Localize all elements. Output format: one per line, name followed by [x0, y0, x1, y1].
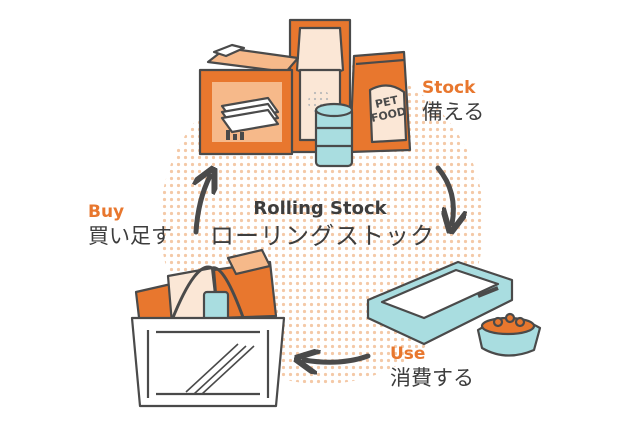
stock-items: PET FOOD	[198, 18, 412, 168]
arrow-use-to-buy	[304, 356, 371, 362]
center-title-en: Rolling Stock	[253, 198, 387, 219]
center-title-jp: ローリングストック	[210, 222, 435, 250]
pet-bowl-icon	[476, 312, 542, 357]
step-buy-en: Buy	[88, 202, 125, 222]
step-stock-jp: 備える	[422, 100, 485, 124]
step-use-en: Use	[390, 344, 426, 364]
pet-food-text-1: PET	[374, 93, 400, 111]
arrow-buy-to-stock	[196, 176, 210, 235]
step-use: Use 消費する	[390, 346, 474, 389]
use-items	[366, 260, 542, 357]
step-buy-jp: 買い足す	[88, 224, 172, 248]
arrow-stock-to-use	[435, 165, 453, 224]
canned-food-icon	[314, 102, 354, 168]
pet-sheets-box-icon	[198, 43, 300, 156]
step-use-jp: 消費する	[390, 366, 474, 390]
step-stock-en: Stock	[422, 78, 476, 98]
shopping-basket-icon	[130, 316, 286, 408]
litter-tray-icon	[366, 260, 514, 346]
center-title: Rolling Stock ローリングストック	[210, 198, 435, 250]
buy-items	[130, 248, 286, 408]
pet-food-bag-icon	[348, 50, 412, 154]
step-buy: Buy 買い足す	[88, 204, 172, 247]
step-stock: Stock 備える	[422, 80, 484, 123]
